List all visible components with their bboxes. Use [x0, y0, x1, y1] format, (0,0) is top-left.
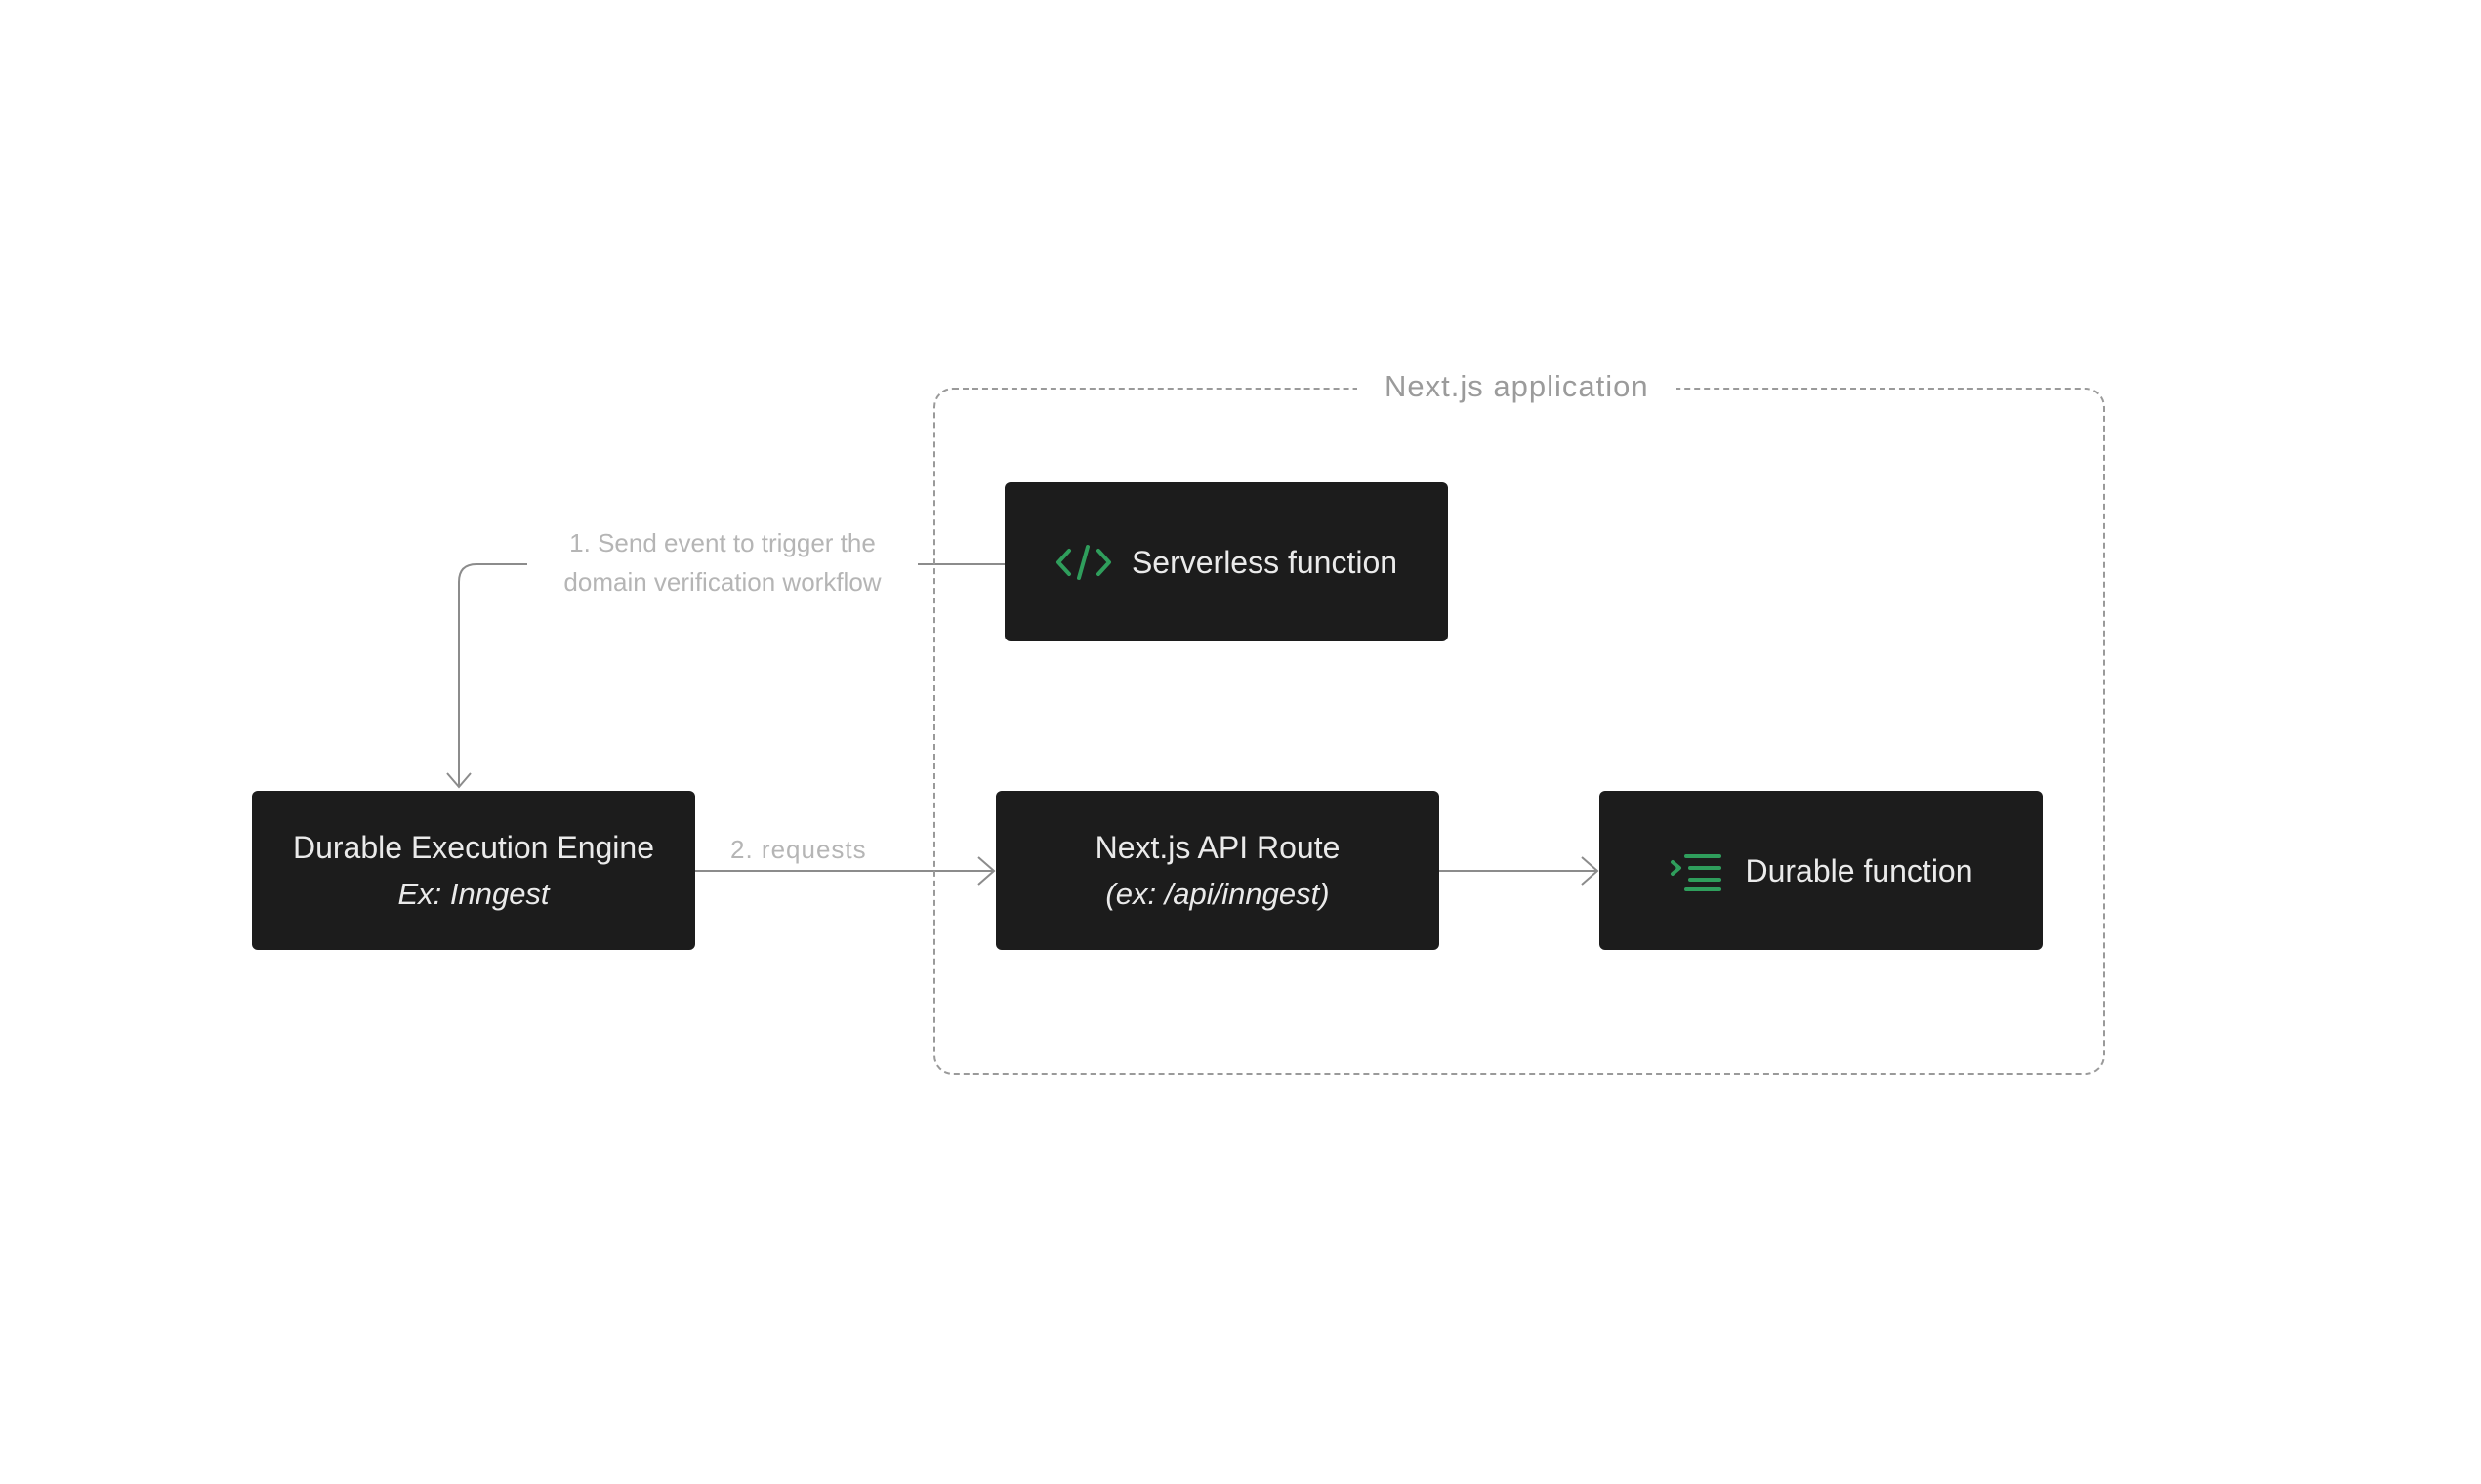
arrowhead-engine: [446, 772, 472, 789]
serverless-function-label: Serverless function: [1131, 544, 1398, 580]
durable-execution-engine-node: Durable Execution Engine Ex: Inngest: [252, 791, 695, 950]
arrowhead-durable: [1581, 856, 1599, 886]
nextjs-api-route-node: Next.js API Route (ex: /api/inngest): [996, 791, 1439, 950]
engine-title: Durable Execution Engine: [292, 829, 654, 865]
send-event-label-line2: domain verification workflow: [563, 567, 882, 597]
edge-send-event: [458, 563, 1005, 787]
engine-subtitle: Ex: Inngest: [397, 876, 550, 911]
durable-function-label: Durable function: [1745, 852, 1973, 888]
durable-function-node: Durable function: [1599, 791, 2043, 950]
requests-label: 2. requests: [730, 835, 867, 864]
api-route-subtitle: (ex: /api/inngest): [1105, 876, 1330, 911]
serverless-function-node: Serverless function: [1005, 482, 1448, 641]
send-event-label: 1. Send event to trigger the domain veri…: [527, 523, 918, 601]
code-icon: [1055, 542, 1112, 583]
arrowhead-api-route: [977, 856, 996, 886]
api-route-title: Next.js API Route: [1095, 829, 1341, 865]
group-label: Next.js application: [1357, 365, 1676, 408]
list-indent-icon: [1669, 850, 1725, 891]
send-event-label-line1: 1. Send event to trigger the: [569, 528, 876, 557]
